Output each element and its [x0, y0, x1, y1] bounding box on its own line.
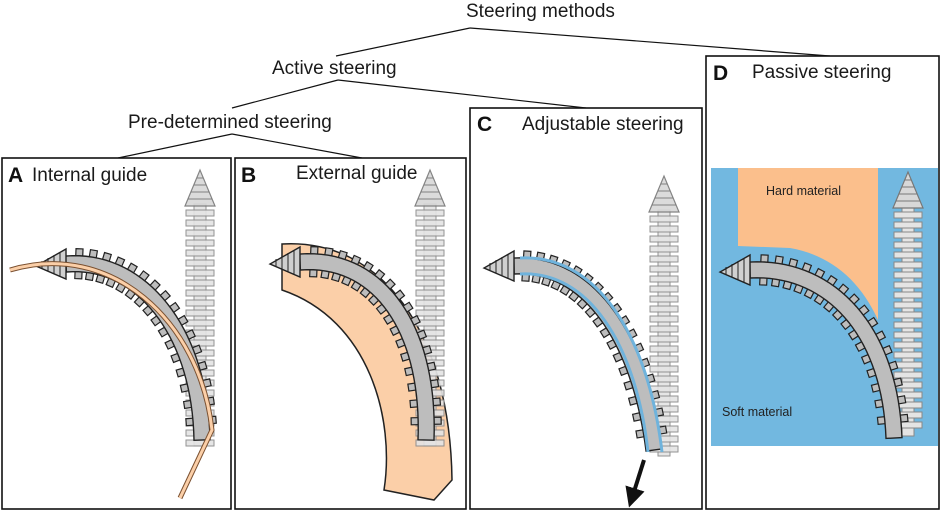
direction-arrow — [625, 459, 646, 508]
tree-active-label: Active steering — [272, 58, 397, 79]
soft-material-label: Soft material — [722, 405, 792, 419]
panel-c-title: Adjustable steering — [522, 114, 684, 135]
robot-body-b — [268, 245, 442, 441]
panel-a-letter: A — [8, 164, 23, 187]
panel-b-title: External guide — [296, 163, 417, 184]
panel-d: Hard material Soft material D Passive st… — [705, 55, 940, 510]
robot-body-d — [718, 253, 909, 440]
panel-b: B External guide — [234, 157, 467, 510]
tree-predetermined-label: Pre-determined steering — [128, 112, 332, 133]
panel-a: A Internal guide — [1, 157, 232, 510]
panel-c: C Adjustable steering — [469, 107, 703, 510]
panel-d-letter: D — [713, 62, 728, 85]
hard-material-region — [738, 168, 878, 320]
tree-root-label: Steering methods — [466, 1, 615, 22]
panel-d-title: Passive steering — [752, 62, 891, 83]
panel-c-letter: C — [477, 113, 492, 136]
hard-material-label: Hard material — [766, 184, 841, 198]
panel-b-letter: B — [241, 164, 256, 187]
robot-ghost-d — [892, 170, 924, 437]
panel-a-title: Internal guide — [32, 165, 147, 186]
robot-body-c — [482, 249, 668, 453]
hierarchy-lines — [117, 27, 831, 159]
